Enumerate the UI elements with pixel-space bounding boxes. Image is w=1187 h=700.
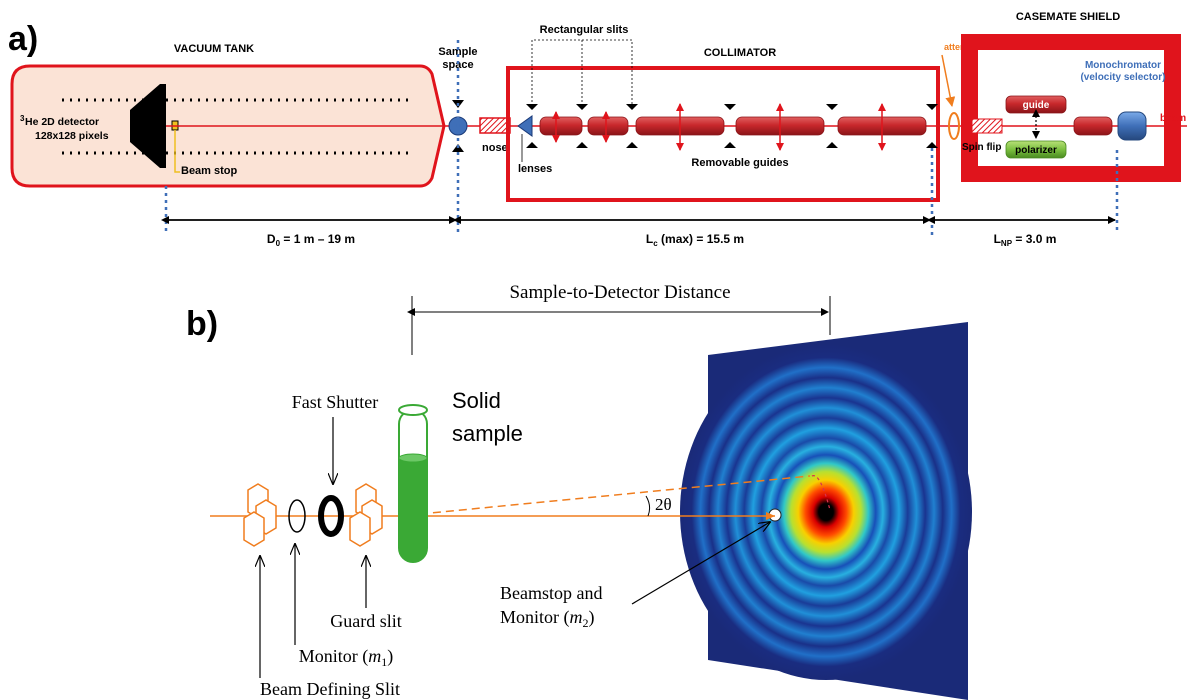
panel-a-label: a) (8, 20, 38, 58)
casemate-guide-2 (1073, 116, 1113, 136)
fast-shutter-label: Fast Shutter (292, 392, 379, 412)
nose-label: nose (482, 142, 508, 154)
attenuator-arrow (941, 54, 956, 107)
bs2-base: Monitor ( (500, 607, 570, 628)
removable-guides-label: Removable guides (691, 157, 788, 169)
sample-fill (399, 458, 427, 562)
attenuator-element (948, 112, 960, 140)
d0-label: D0 = 1 m – 19 m (267, 232, 355, 248)
polarizer-label: polarizer (1015, 145, 1057, 156)
guard-slit (349, 483, 383, 547)
lc-rest: (max) = 15.5 m (658, 232, 744, 246)
solid-sample-label-2: sample (452, 421, 523, 446)
monochromator-label-1: Monochromator (1085, 60, 1161, 71)
collimator-box (506, 66, 940, 202)
reference-lines (164, 40, 1119, 236)
guide-2 (587, 116, 629, 136)
lnp-base: L (994, 232, 1001, 246)
spin-flip-element (971, 118, 1003, 134)
removable-guides (539, 116, 927, 136)
sample-surface (398, 453, 428, 463)
sdd-label: Sample-to-Detector Distance (509, 282, 730, 303)
lnp-rest: = 3.0 m (1012, 232, 1056, 246)
panel-b-label: b) (186, 305, 218, 343)
angle-arc (645, 495, 651, 517)
vacuum-tank-label: VACUUM TANK (174, 43, 254, 55)
d0-base: D (267, 232, 276, 246)
polarizer-element (1005, 140, 1067, 159)
lenses-element (517, 115, 533, 137)
beamstop-label-1: Beamstop and (500, 583, 602, 603)
detector-label-1: He 2D detector (25, 116, 99, 128)
scattering-rings (680, 344, 972, 680)
guide-1 (539, 116, 583, 136)
bs2-end: ) (589, 607, 595, 628)
rect-slits-label: Rectangular slits (540, 24, 629, 36)
m1-sub: 1 (381, 655, 387, 669)
bs2-sub: 2 (583, 616, 589, 630)
d0-rest: = 1 m – 19 m (280, 232, 355, 246)
solid-sample-label-1: Solid (452, 388, 501, 413)
bs2-m: m (570, 607, 583, 627)
scattered-beam (419, 475, 811, 515)
lc-base: L (646, 232, 653, 246)
two-theta-label: 2θ (655, 495, 672, 514)
gs-blade-3 (349, 511, 371, 547)
monitor-1-label: Monitor (m1) (299, 646, 394, 669)
sample-tube-rim (398, 404, 428, 416)
monitor-1 (288, 499, 306, 533)
beam-defining-slit (243, 483, 277, 547)
detector-plate (160, 84, 166, 168)
m1-end: ) (387, 646, 393, 667)
direct-beam-head (766, 512, 775, 520)
monochromator-label-2: (velocity selector) (1080, 72, 1165, 83)
beam-stop-label: Beam stop (181, 165, 238, 177)
sample-space-label-2: space (442, 59, 473, 71)
bds-blade-3 (243, 511, 265, 547)
beam-defining-slit-label: Beam Defining Slit (260, 679, 400, 699)
monochromator-element (1117, 111, 1147, 141)
guard-slit-label: Guard slit (330, 611, 402, 631)
detector-label-2: 128x128 pixels (35, 130, 109, 142)
beamstop-pointer (631, 522, 770, 605)
sample-space-label-1: Sample (438, 46, 477, 58)
lc-label: Lc (max) = 15.5 m (646, 232, 744, 248)
scattered-beam-curve (811, 475, 831, 511)
detector-sup: 3 (20, 114, 25, 123)
nose-element (479, 117, 511, 134)
guide-arrows (552, 103, 886, 151)
detector-body (130, 84, 160, 168)
panel-a: a) VACUUM TANK 3 He 2D detector 128x128 … (8, 11, 1187, 248)
fast-shutter (318, 495, 344, 537)
casemate-label: CASEMATE SHIELD (1016, 11, 1120, 23)
lnp-label: LNP = 3.0 m (994, 232, 1057, 248)
casemate-guide-label: guide (1023, 100, 1050, 111)
collimator-label: COLLIMATOR (704, 47, 776, 59)
beamstop-label-2: Monitor (m2) (500, 607, 595, 630)
spin-flip-label: Spin flip (962, 142, 1001, 153)
beam-label: beam (1160, 113, 1186, 124)
beam-stop-leader (174, 130, 180, 173)
lenses-label: lenses (518, 163, 552, 175)
d0-sub: 0 (276, 239, 281, 248)
panel-b: b) Sample-to-Detector Distance 2θ (186, 282, 972, 700)
m1-base: Monitor ( (299, 646, 369, 667)
lc-sub: c (653, 239, 658, 248)
m1-m: m (368, 646, 381, 666)
lnp-sub: NP (1001, 239, 1013, 248)
